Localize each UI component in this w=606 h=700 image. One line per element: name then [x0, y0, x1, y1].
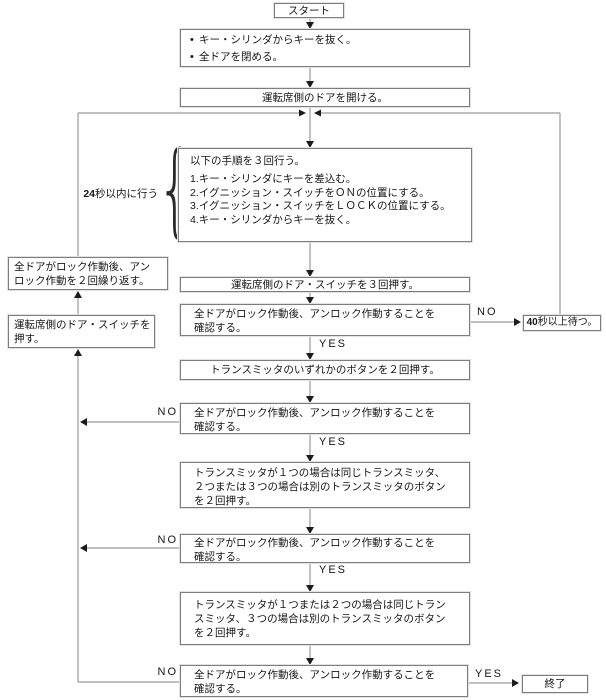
decision-node-confirm-2: 全ドアがロック作動後、アンロック作動することを 確認する。 — [180, 403, 470, 434]
end-label: 終了 — [544, 678, 566, 690]
process-node-lock-unlock-twice: 全ドアがロック作動後、アン ロック作動を２回繰り返す。 — [8, 257, 168, 290]
start-label: スタート — [288, 4, 330, 17]
end-node: 終了 — [522, 675, 588, 693]
procedure-step: 4.キー・シリンダからキーを抜く。 — [190, 213, 357, 226]
main-flow-lines — [78, 17, 560, 658]
process-node-open-driver-door: 運転席側のドアを開ける。 — [180, 88, 470, 107]
bullet-icon: • — [190, 34, 194, 46]
process-node-wait-40s: 40秒以上待つ。 — [523, 315, 601, 331]
procedure-step: 2.イグニッション・スイッチをＯＮの位置にする。 — [190, 186, 430, 199]
process-node-preparation: •キー・シリンダからキーを抜く。 •全ドアを閉める。 — [180, 29, 470, 67]
bullet-icon: • — [190, 51, 194, 63]
decision-node-confirm-1: 全ドアがロック作動後、アンロック作動することを 確認する。 — [180, 304, 470, 336]
process-node-press-any-transmitter-button: トランスミッタのいずれかのボタンを２回押す。 — [180, 360, 470, 380]
procedure-step: 3.イグニッション・スイッチをＬＯＣＫの位置にする。 — [190, 200, 451, 212]
arrowheads — [74, 22, 521, 687]
yes-label-3: YES — [319, 564, 348, 576]
no-label-1: NO — [477, 306, 498, 318]
procedure-step: 1.キー・シリンダにキーを差込む。 — [190, 173, 357, 185]
prep-item: •全ドアを閉める。 — [181, 49, 469, 66]
yes-label-1: YES — [319, 338, 348, 350]
no-label-3: NO — [157, 534, 178, 546]
procedure-title: 以下の手順を３回行う。 — [190, 155, 305, 167]
process-node-press-door-switch: 運転席側のドア・スイッチを 押す。 — [8, 315, 155, 348]
decision-node-confirm-3: 全ドアがロック作動後、アンロック作動することを 確認する。 — [180, 534, 470, 563]
right-loop-lines — [468, 113, 561, 684]
yes-label-4: YES — [475, 668, 504, 680]
process-node-transmitter-case-1: トランスミッタが１つの場合は同じトランスミッタ、 ２つまたは３つの場合は別のトラ… — [180, 462, 470, 508]
procedure-steps: 1.キー・シリンダにキーを差込む。 2.イグニッション・スイッチをＯＮの位置にす… — [179, 173, 471, 227]
start-node: スタート — [274, 3, 344, 18]
time-limit-note-24s: 24秒以内に行う — [83, 188, 158, 200]
decision-node-confirm-4: 全ドアがロック作動後、アンロック作動することを 確認する。 — [180, 665, 468, 697]
prep-item: •キー・シリンダからキーを抜く。 — [181, 32, 469, 49]
left-loop-lines — [77, 113, 180, 683]
process-node-transmitter-case-2: トランスミッタが１つまたは２つの場合は同じトラン スミッタ、３つの場合は別のトラ… — [180, 592, 470, 645]
process-node-key-cycle-procedure: 以下の手順を３回行う。 1.キー・シリンダにキーを差込む。 2.イグニッション・… — [178, 148, 472, 242]
process-node-press-door-switch-3: 運転席側のドア・スイッチを３回押す。 — [180, 277, 470, 292]
no-label-2: NO — [157, 406, 178, 418]
no-label-4: NO — [157, 666, 178, 678]
yes-label-2: YES — [319, 436, 348, 448]
